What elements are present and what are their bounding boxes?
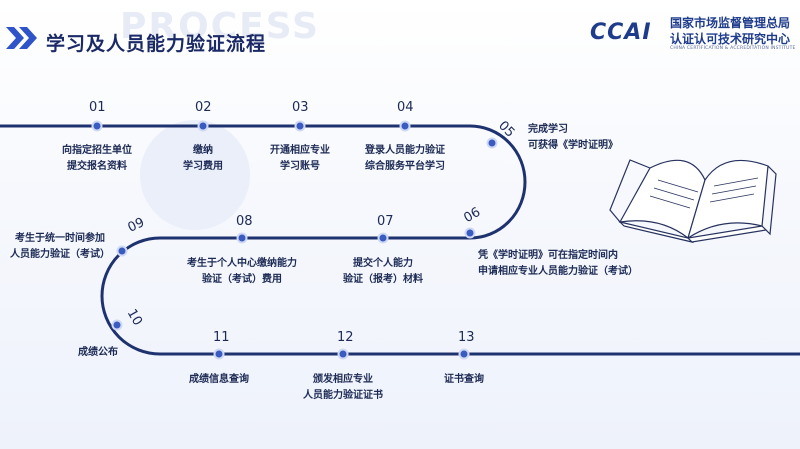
step-label-06: 凭《学时证明》可在指定时间内申请相应专业人员能力验证（考试） [478, 248, 638, 280]
step-number-07: 07 [377, 214, 394, 229]
step-label-line: 学习账号 [270, 159, 330, 175]
step-label-line: 完成学习 [528, 122, 618, 138]
step-label-line: 开通相应专业 [270, 143, 330, 159]
step-label-02: 缴纳学习费用 [183, 143, 223, 175]
step-node-11 [215, 350, 224, 359]
step-label-01: 向指定招生单位提交报名资料 [62, 143, 132, 175]
step-number-13: 13 [458, 330, 475, 345]
step-node-09 [118, 247, 127, 256]
step-label-11: 成绩信息查询 [189, 372, 249, 388]
step-node-12 [339, 350, 348, 359]
step-number-03: 03 [292, 100, 309, 115]
step-label-line: 人员能力验证（考试） [10, 247, 110, 263]
step-number-12: 12 [337, 330, 354, 345]
step-label-line: 颁发相应专业 [303, 372, 383, 388]
step-label-line: 考生于个人中心缴纳能力 [187, 256, 297, 272]
step-label-line: 验证（报考）材料 [343, 272, 423, 288]
step-number-11: 11 [213, 330, 230, 345]
step-node-01 [93, 122, 102, 131]
step-label-line: 成绩公布 [78, 345, 118, 361]
step-label-line: 考生于统一时间参加 [10, 231, 110, 247]
step-node-13 [460, 350, 469, 359]
step-label-04: 登录人员能力验证综合服务平台学习 [365, 143, 445, 175]
step-label-line: 综合服务平台学习 [365, 159, 445, 175]
step-label-line: 申请相应专业人员能力验证（考试） [478, 264, 638, 280]
step-number-01: 01 [89, 100, 106, 115]
step-node-05 [488, 139, 497, 148]
book-illustration [610, 160, 776, 242]
step-label-13: 证书查询 [444, 372, 484, 388]
step-number-04: 04 [397, 100, 414, 115]
step-label-10: 成绩公布 [78, 345, 118, 361]
step-label-03: 开通相应专业学习账号 [270, 143, 330, 175]
step-node-08 [238, 234, 247, 243]
step-node-04 [401, 122, 410, 131]
step-node-07 [379, 234, 388, 243]
step-label-line: 可获得《学时证明》 [528, 138, 618, 154]
step-node-03 [296, 122, 305, 131]
step-label-line: 验证（考试）费用 [187, 272, 297, 288]
step-number-02: 02 [195, 100, 212, 115]
step-label-08: 考生于个人中心缴纳能力验证（考试）费用 [187, 256, 297, 288]
step-node-10 [113, 321, 122, 330]
step-node-02 [199, 122, 208, 131]
step-label-05: 完成学习可获得《学时证明》 [528, 122, 618, 154]
step-label-line: 证书查询 [444, 372, 484, 388]
step-label-line: 登录人员能力验证 [365, 143, 445, 159]
step-label-line: 缴纳 [183, 143, 223, 159]
step-label-line: 凭《学时证明》可在指定时间内 [478, 248, 638, 264]
step-label-12: 颁发相应专业人员能力验证证书 [303, 372, 383, 404]
step-number-08: 08 [236, 214, 253, 229]
step-node-06 [466, 229, 475, 238]
step-label-line: 提交报名资料 [62, 159, 132, 175]
step-label-line: 向指定招生单位 [62, 143, 132, 159]
step-label-07: 提交个人能力验证（报考）材料 [343, 256, 423, 288]
step-label-line: 提交个人能力 [343, 256, 423, 272]
step-label-line: 成绩信息查询 [189, 372, 249, 388]
step-label-09: 考生于统一时间参加人员能力验证（考试） [10, 231, 110, 263]
step-label-line: 人员能力验证证书 [303, 388, 383, 404]
step-label-line: 学习费用 [183, 159, 223, 175]
